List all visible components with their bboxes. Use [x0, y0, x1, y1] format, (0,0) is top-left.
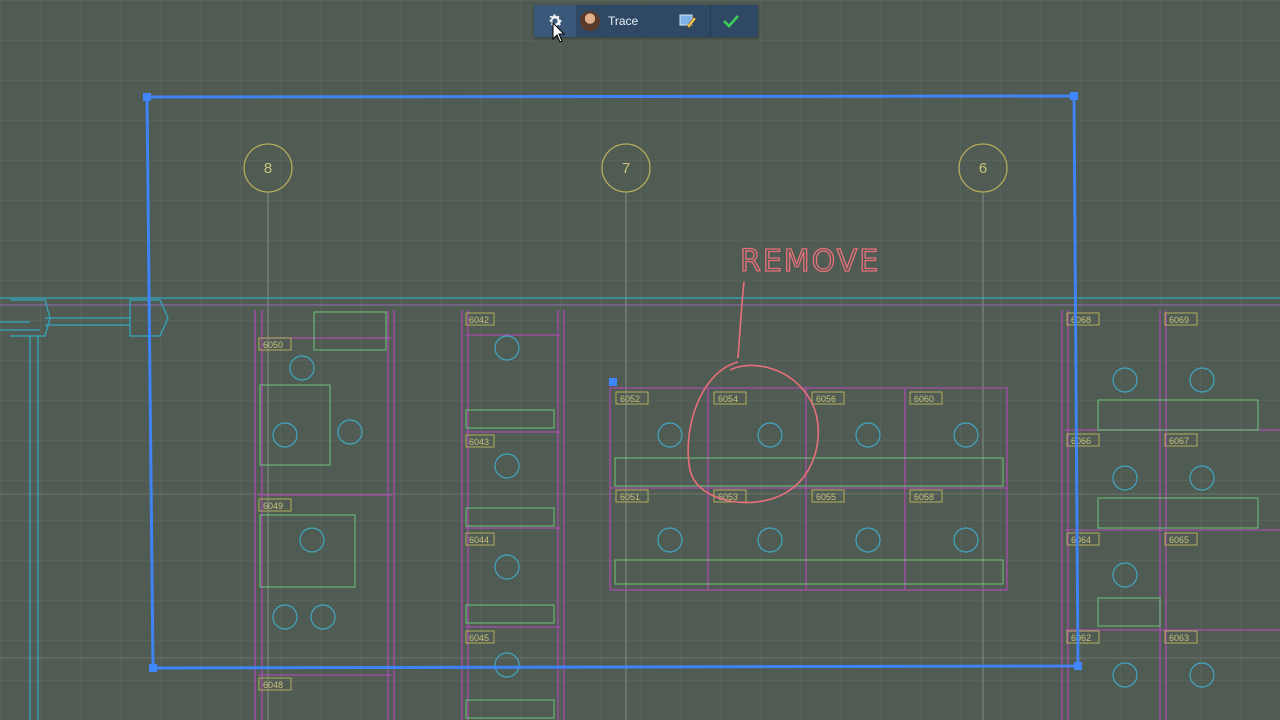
grid-axes: [0, 192, 1280, 720]
room-number: 6056: [816, 394, 836, 404]
markup-circle: [687, 361, 820, 504]
room-number: 6053: [718, 492, 738, 502]
grid-bubble: [958, 143, 1008, 193]
room-number: 6060: [914, 394, 934, 404]
grip-handle[interactable]: [609, 378, 617, 386]
room-number: 6064: [1071, 535, 1091, 545]
room-number: 6065: [1169, 535, 1189, 545]
trace-edit-icon: [679, 14, 697, 29]
trace-owner[interactable]: Trace: [576, 11, 666, 31]
resize-handle[interactable]: [1070, 92, 1078, 100]
mouse-cursor-icon: [552, 22, 566, 43]
avatar: [580, 11, 600, 31]
room-number: 6055: [816, 492, 836, 502]
grid-bubble-label: 7: [622, 160, 630, 177]
room-number: 6068: [1071, 315, 1091, 325]
grid-bubble: [601, 143, 651, 193]
room-number: 6052: [620, 394, 640, 404]
room-number: 6062: [1071, 633, 1091, 643]
trace-selection-box[interactable]: [143, 92, 1082, 672]
room-number: 6063: [1169, 633, 1189, 643]
resize-handle[interactable]: [149, 664, 157, 672]
room-tags: [258, 312, 1198, 691]
room-number: 6043: [469, 437, 489, 447]
grid-bubble-label: 6: [979, 160, 987, 177]
room-number: 6054: [718, 394, 738, 404]
redline-markup[interactable]: [687, 281, 820, 504]
trace-toolbar: Trace: [534, 5, 758, 37]
room-number: 6044: [469, 535, 489, 545]
room-number: 6042: [469, 315, 489, 325]
room-number: 6067: [1169, 436, 1189, 446]
room-number: 6058: [914, 492, 934, 502]
checkmark-icon: [723, 15, 739, 28]
room-number: 6048: [263, 680, 283, 690]
grid-bubbles: [243, 143, 1008, 193]
room-number: 6045: [469, 633, 489, 643]
resize-handle[interactable]: [143, 93, 151, 101]
edit-trace-button[interactable]: [666, 5, 710, 37]
toolbar-separator: [710, 5, 711, 37]
resize-handle[interactable]: [1074, 662, 1082, 670]
room-number: 6049: [263, 501, 283, 511]
room-number: 6050: [263, 340, 283, 350]
grid-bubble: [243, 143, 293, 193]
furniture: [259, 311, 1259, 719]
room-number: 6051: [620, 492, 640, 502]
room-number: 6066: [1071, 436, 1091, 446]
room-number: 6069: [1169, 315, 1189, 325]
grid-bubble-label: 8: [264, 160, 272, 177]
markup-text: REMOVE: [740, 244, 880, 279]
building-shell: [0, 297, 1280, 720]
trace-label: Trace: [608, 14, 639, 28]
confirm-button[interactable]: [711, 5, 751, 37]
